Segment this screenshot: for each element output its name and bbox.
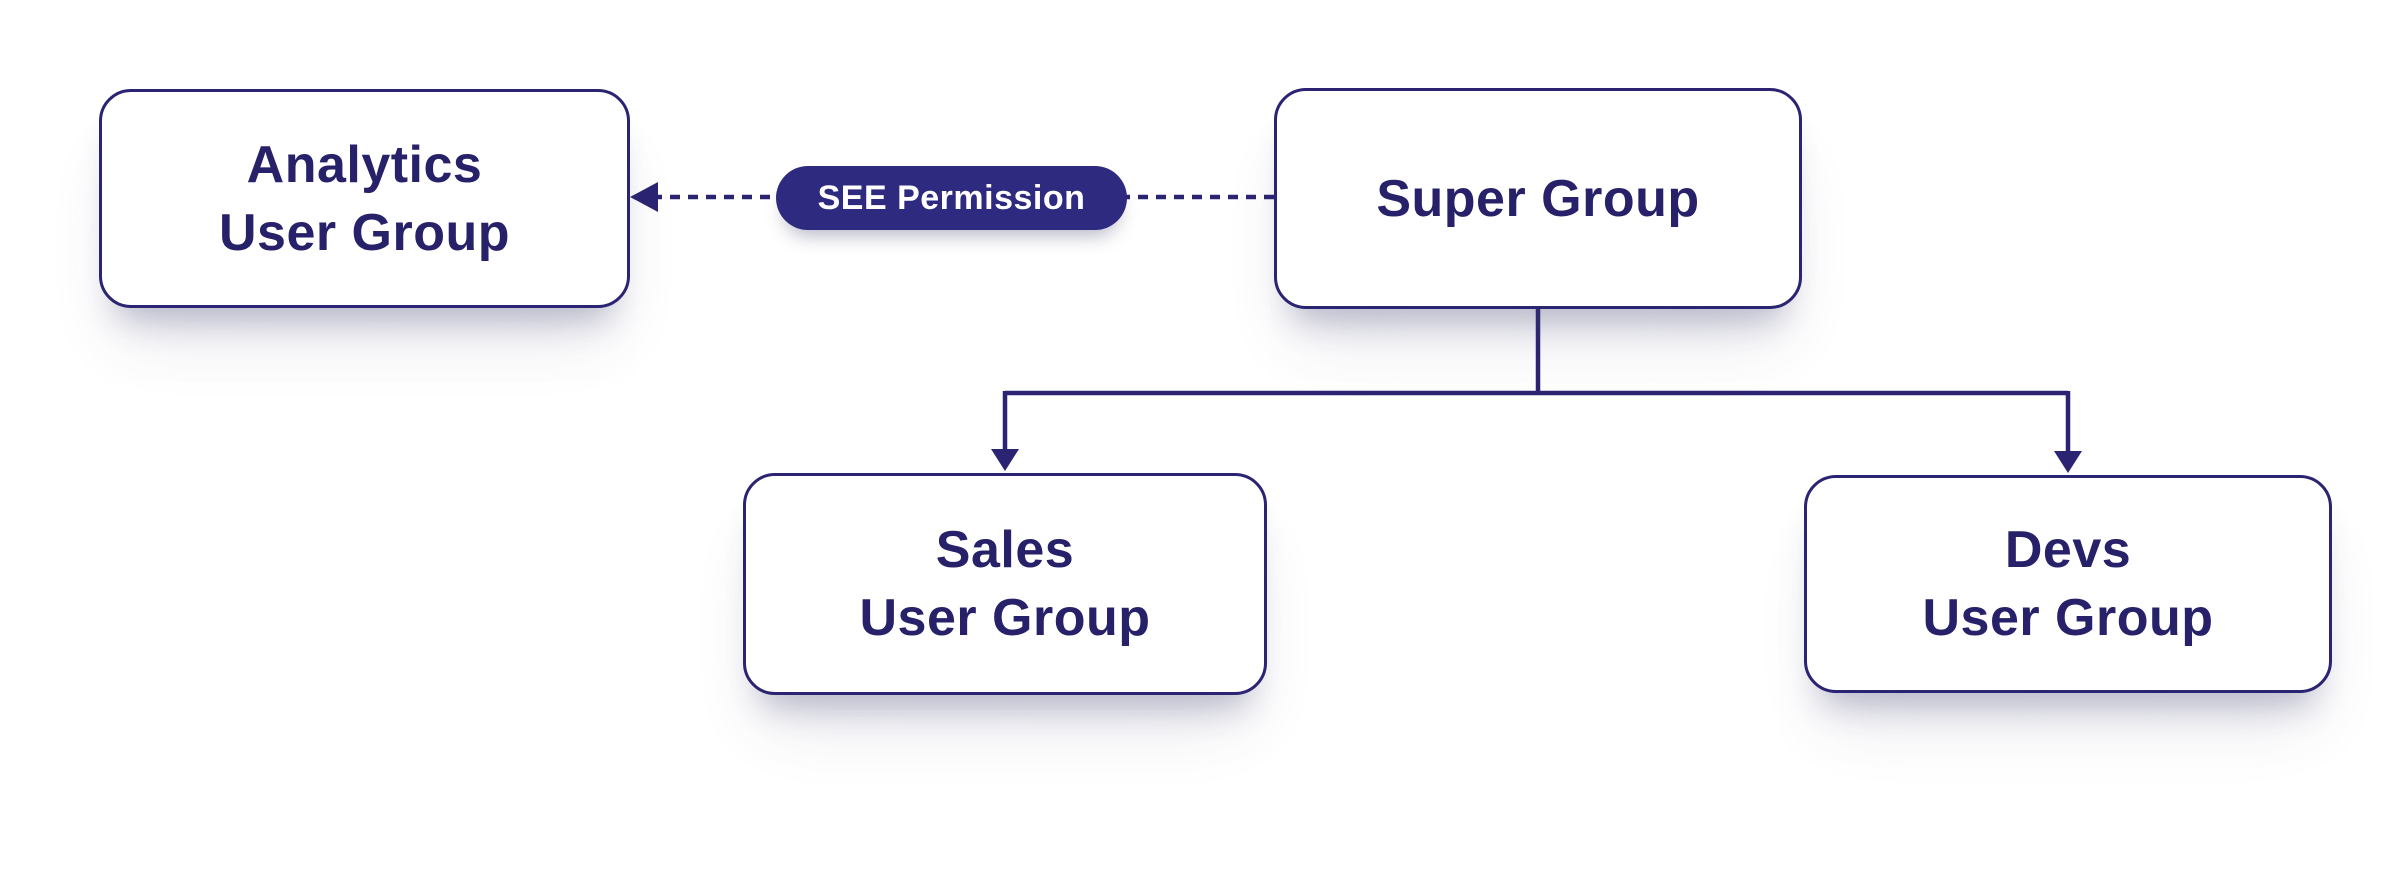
node-label-line: User Group [1922,589,2214,647]
tree-connector-line [1002,308,2071,457]
see-permission-arrowhead [630,182,658,212]
node-label-line: Devs [2004,521,2132,579]
node-label-line: User Group [218,203,511,262]
node-label-line: Super Group [1376,169,1700,228]
node-super-group: Super Group [1274,88,1802,309]
node-label-line: User Group [859,589,1151,647]
node-label-line: Analytics [246,135,483,194]
node-analytics-user-group: Analytics User Group [99,89,630,308]
node-devs-user-group: Devs User Group [1804,475,2332,693]
edge-label-see-permission: SEE Permission [776,166,1127,230]
node-label-line: Sales [935,521,1075,579]
sales-arrowhead [991,449,1019,471]
edge-label-text: SEE Permission [817,178,1086,217]
devs-arrowhead [2054,451,2082,473]
node-sales-user-group: Sales User Group [743,473,1267,695]
